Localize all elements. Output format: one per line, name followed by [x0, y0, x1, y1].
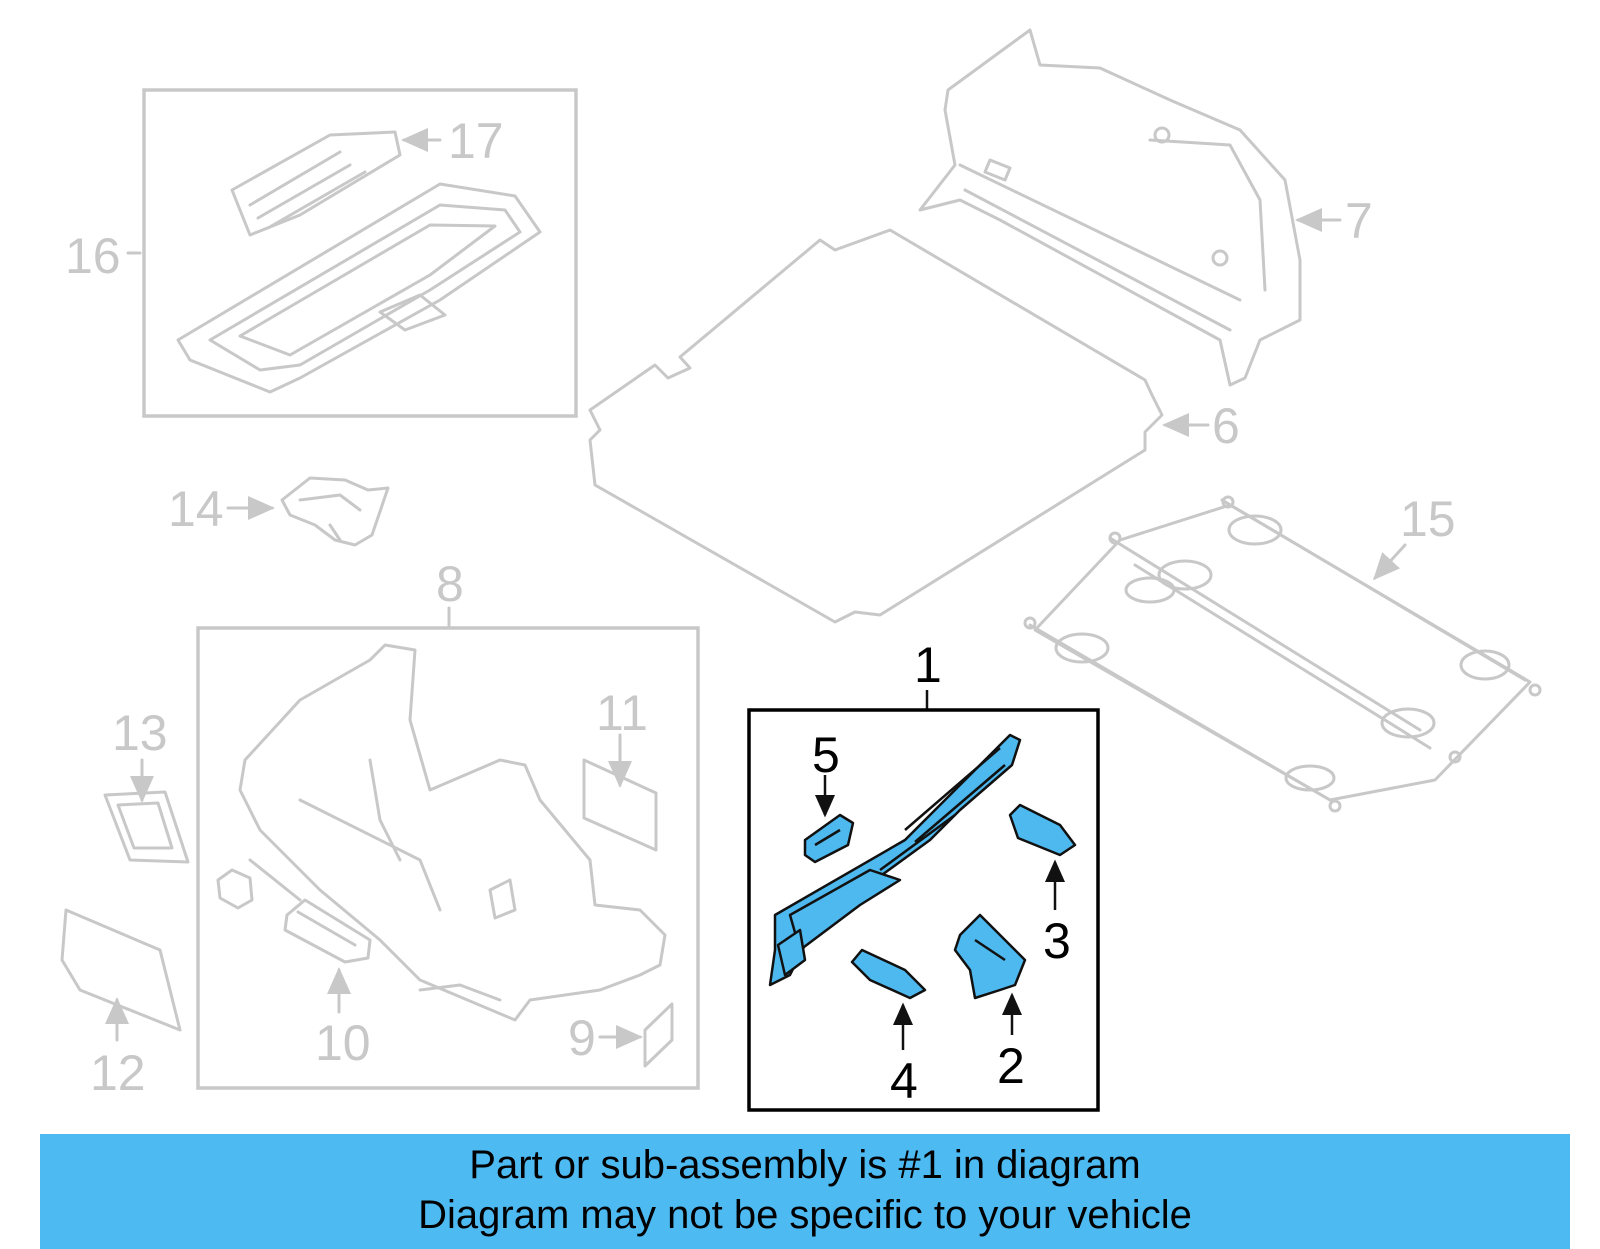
callout-10: 10 [315, 1015, 371, 1071]
callout-2: 2 [997, 1038, 1025, 1094]
callout-12: 12 [90, 1045, 146, 1101]
callout-8: 8 [436, 556, 464, 612]
callout-15: 15 [1400, 491, 1456, 547]
callout-11: 11 [596, 685, 648, 741]
callout-16: 16 [65, 228, 121, 284]
part-16-parcel-shelf[interactable] [176, 182, 542, 394]
callout-9: 9 [568, 1010, 596, 1066]
part-4-cap[interactable] [850, 948, 927, 1000]
leader-15 [1372, 543, 1407, 581]
part-17-vent[interactable] [230, 130, 402, 237]
callout-7: 7 [1345, 193, 1373, 249]
part-13-cover[interactable] [103, 790, 190, 864]
part-8-trunk-trim[interactable] [238, 643, 667, 1022]
part-9-label[interactable] [643, 1002, 674, 1068]
part-14-bracket[interactable] [280, 476, 390, 547]
callout-13: 13 [112, 705, 168, 761]
callout-17: 17 [448, 113, 504, 169]
part-7-side-trim[interactable] [918, 28, 1302, 387]
callout-14: 14 [168, 481, 224, 537]
group-box-8 [196, 626, 700, 1090]
part-2-bracket[interactable] [953, 913, 1027, 1000]
part-3-cap[interactable] [1008, 803, 1077, 857]
part-5-clip[interactable] [803, 813, 855, 864]
callout-4: 4 [890, 1053, 918, 1109]
callout-6: 6 [1212, 398, 1240, 454]
group-box-1 [747, 708, 1100, 1112]
part-small-clip[interactable] [216, 868, 254, 910]
part-1-sill-plate[interactable] [768, 733, 1022, 987]
part-12-panel[interactable] [60, 908, 182, 1032]
part-6-floor-mat[interactable] [588, 228, 1164, 624]
banner-line-2: Diagram may not be specific to your vehi… [418, 1193, 1192, 1237]
callout-5: 5 [812, 727, 840, 783]
info-banner: Part or sub-assembly is #1 in diagram Di… [40, 1134, 1570, 1249]
part-15-cargo-net[interactable] [1023, 495, 1542, 813]
callout-1: 1 [914, 637, 942, 693]
part-10-pocket[interactable] [283, 898, 372, 964]
part-11-label[interactable] [582, 758, 658, 852]
callout-3: 3 [1043, 913, 1071, 969]
banner-line-1: Part or sub-assembly is #1 in diagram [469, 1143, 1141, 1187]
group-box-16 [142, 88, 578, 418]
